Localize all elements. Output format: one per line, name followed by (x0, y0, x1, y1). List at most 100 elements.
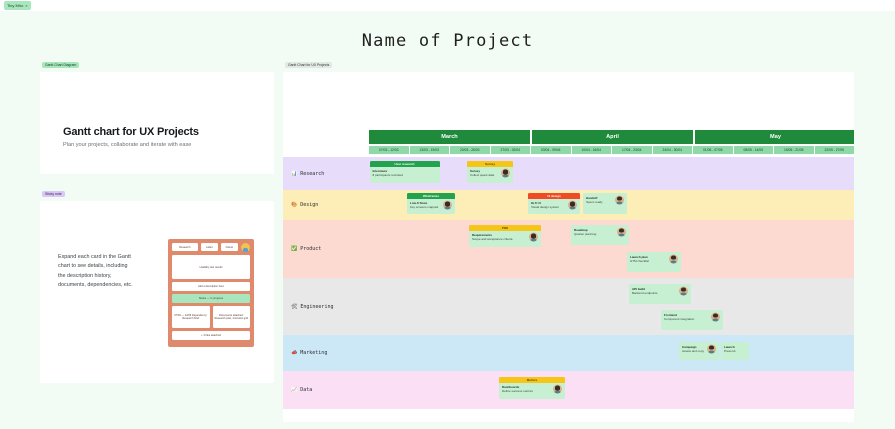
avatar (443, 200, 452, 210)
hero-badge: Gantt Chart Diagram (42, 62, 80, 68)
task-title: Campaign (682, 344, 697, 349)
row-label-research: 📊Research (283, 157, 369, 190)
browser-tabbar: Tiny Miro × (0, 0, 895, 11)
row-label-text: Design (300, 202, 319, 208)
task-description: Assets and copy (682, 348, 705, 353)
week-header: 03/04 - 09/04 (531, 146, 571, 154)
month-header-march: March (369, 130, 530, 144)
row-label-engineering: 🛠Engineering (283, 278, 369, 335)
avatar (669, 254, 678, 264)
task-title: Dashboards (502, 385, 520, 389)
board-canvas[interactable]: Name of Project Gantt Chart Diagram Gant… (7, 11, 888, 422)
task-title: Requirements (472, 233, 493, 237)
row-icon: 🛠 (291, 303, 298, 310)
mock-status-block: Status — In progress (172, 294, 250, 303)
row-label-text: Marketing (300, 350, 328, 356)
hero-card[interactable]: Gantt Chart Diagram Gantt chart for UX P… (40, 62, 274, 174)
task-title: Interviews (372, 169, 388, 173)
task-title: Frontend (664, 312, 677, 317)
task-description: Component integration (664, 316, 695, 321)
mock-chip-owner: Owner (220, 243, 238, 251)
tip-card[interactable]: Sticky note Expand each card in the Gant… (40, 191, 274, 383)
mock-footer-block: + 3 files attached (172, 331, 250, 340)
task-title: Survey (470, 169, 481, 173)
week-header: 07/03 - 12/03 (369, 146, 409, 154)
row-label-product: ✅Product (283, 220, 369, 278)
task-description: Key screens mapped (410, 205, 439, 210)
task-title: Low-fi flows (410, 201, 428, 205)
week-header: 15/05 - 21/05 (774, 146, 814, 154)
tip-text: Expand each card in the Gantt chart to s… (58, 254, 133, 289)
avatar (241, 243, 250, 252)
row-label-text: Product (300, 246, 322, 252)
week-header: 22/05 - 27/05 (814, 146, 854, 154)
task-title: Launch plan (630, 254, 648, 259)
row-label-marketing: 📣Marketing (283, 335, 369, 371)
task-description: Specs ready (586, 199, 603, 204)
week-header: 10/04 - 16/04 (571, 146, 611, 154)
hero-title: Gantt chart for UX Projects (63, 126, 199, 138)
row-label-data: 📈Data (283, 371, 369, 409)
browser-tab[interactable]: Tiny Miro × (4, 1, 31, 10)
task-card-header: UI design (528, 193, 580, 199)
row-label-text: Engineering (300, 303, 334, 310)
hero-subtitle: Plan your projects, collaborate and iter… (63, 142, 192, 148)
task-description: Collect quant data (470, 173, 495, 178)
avatar (711, 312, 720, 322)
avatar (615, 195, 624, 205)
task-title: Roadmap (574, 227, 588, 232)
tip-badge: Sticky note (42, 191, 65, 197)
task-description: Define success metrics (502, 389, 533, 394)
task-description: Press kit (724, 348, 736, 353)
avatar (501, 168, 510, 178)
task-title: Handoff (586, 195, 598, 200)
task-description: GTM checklist (630, 258, 650, 263)
avatar (617, 227, 626, 237)
row-icon: ✅ (291, 246, 298, 252)
close-icon[interactable]: × (25, 3, 28, 8)
week-header: 17/04 - 23/04 (612, 146, 652, 154)
task-title: API build (632, 286, 645, 291)
mock-right-block: Documents attached: Research plan, Inter… (212, 306, 250, 328)
task-card-header: PRD (469, 225, 541, 231)
row-icon: 🎨 (291, 202, 298, 208)
month-header-may: May (695, 130, 854, 144)
row-label-text: Research (300, 170, 325, 177)
month-header-april: April (532, 130, 693, 144)
